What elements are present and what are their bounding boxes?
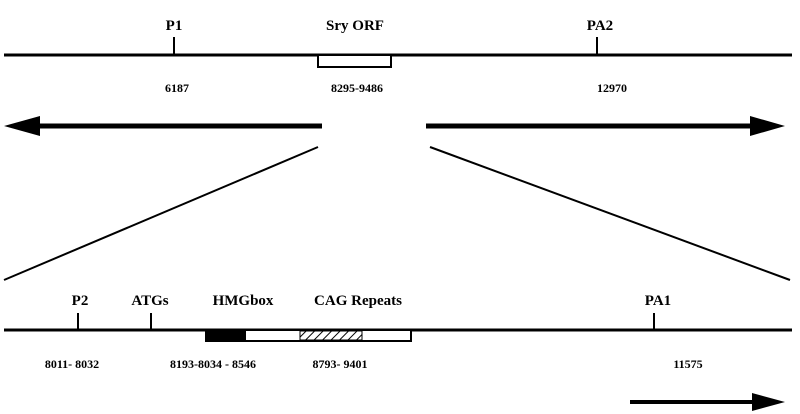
cag-repeats-region [299,330,363,341]
hmgbox-label: HMGbox [213,293,274,309]
pa1-position: 11575 [673,357,702,371]
bottom-map: P2 ATGs HMGbox CAG Repeats PA1 8011- 803… [4,293,792,371]
right-arrow [426,116,785,136]
sry-orf-label: Sry ORF [326,18,384,34]
p1-label: P1 [166,18,183,34]
p2-position: 8011- 8032 [45,357,99,371]
atgs-hmgbox-position: 8193-8034 - 8546 [170,357,256,371]
sry-orf-position: 8295-9486 [331,81,383,95]
transcript-arrows [4,116,785,136]
atgs-label: ATGs [131,293,168,309]
cag-repeats-position: 8793- 9401 [313,357,368,371]
sry-orf-box [317,54,392,68]
hmgbox-region [206,330,246,341]
left-arrow [4,116,322,136]
zoom-line-right [429,146,791,281]
pa2-label: PA2 [587,18,613,34]
zoom-line-left [3,146,319,281]
bottom-right-arrow [630,393,785,411]
p2-label: P2 [72,293,89,309]
cag-repeats-label: CAG Repeats [314,293,402,309]
pa1-label: PA1 [645,293,671,309]
top-map: P1 Sry ORF PA2 6187 8295-9486 12970 [4,18,792,95]
pa2-position: 12970 [597,81,627,95]
p1-position: 6187 [165,81,189,95]
